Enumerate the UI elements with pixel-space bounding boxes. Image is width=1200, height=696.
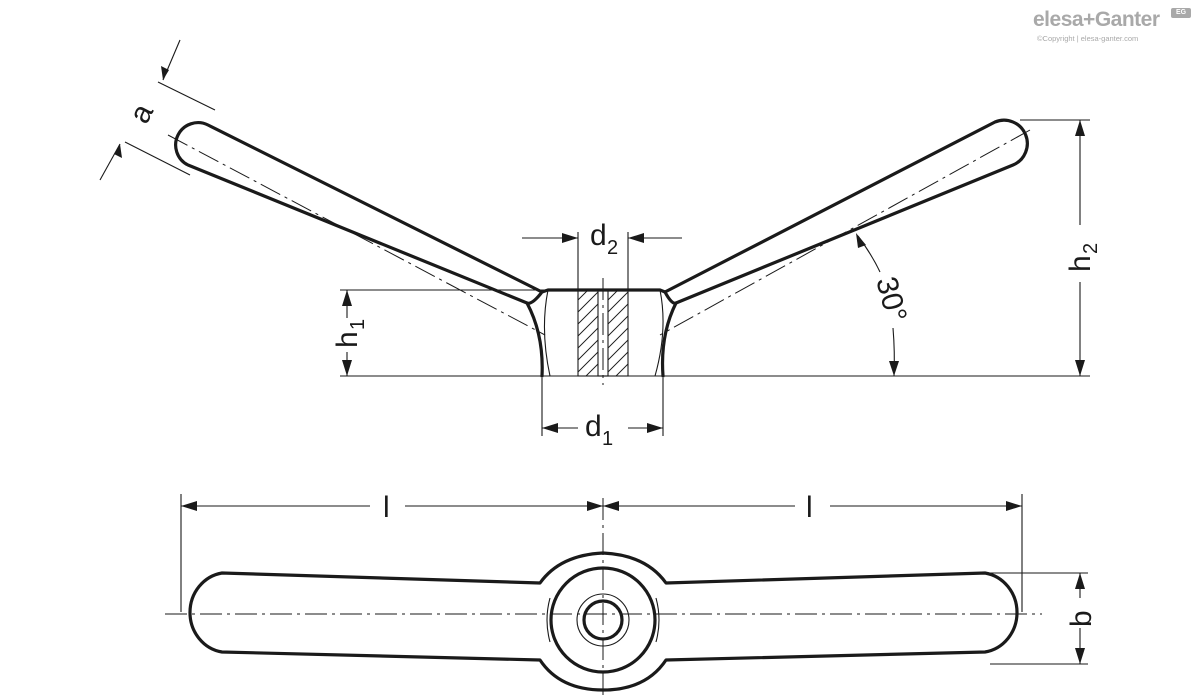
label-angle: 30° [869,273,913,325]
label-l-right: l [806,491,813,524]
elesa-ganter-logo: elesa+Ganter EG ©Copyright | elesa-gante… [1033,8,1193,48]
top-view-outline [188,551,1019,692]
label-h2: h [1064,255,1097,272]
dimension-angle: 30° [856,233,913,377]
brand-copyright: ©Copyright | elesa-ganter.com [1037,34,1139,43]
brand-name: elesa+Ganter [1033,8,1160,31]
label-d2-subscript: 2 [607,237,618,259]
section-hatching [577,289,629,377]
dimension-h1: h 1 [331,289,548,376]
dimension-a: a [99,39,216,181]
label-h1-subscript: 1 [347,319,369,330]
right-arm-outline [663,118,1029,305]
top-view: l l b [165,491,1098,696]
dimension-b: b [990,572,1098,665]
hub-inner-curves [543,289,664,377]
dimension-l-left: l [180,491,603,612]
label-b: b [1065,610,1098,627]
dimension-h2: h 2 [1020,119,1102,376]
label-a: a [123,98,160,128]
label-d2: d [590,219,607,252]
hub-transition-curves [546,597,660,643]
label-l-left: l [383,491,390,524]
dimension-l-right: l [603,491,1023,612]
label-d1-subscript: 1 [602,428,613,450]
dimension-d2: d 2 [522,219,682,290]
label-d1: d [585,410,602,443]
hub-outline [525,288,678,378]
front-view: a d 2 d 1 [99,39,1102,450]
right-arm-axis [659,129,1031,336]
brand-badge: EG [1171,8,1191,18]
left-arm-outline [174,121,544,305]
label-h1: h [331,331,364,348]
left-arm-axis [167,134,546,336]
dimension-d1: d 1 [541,378,664,450]
label-h2-subscript: 2 [1080,243,1102,254]
